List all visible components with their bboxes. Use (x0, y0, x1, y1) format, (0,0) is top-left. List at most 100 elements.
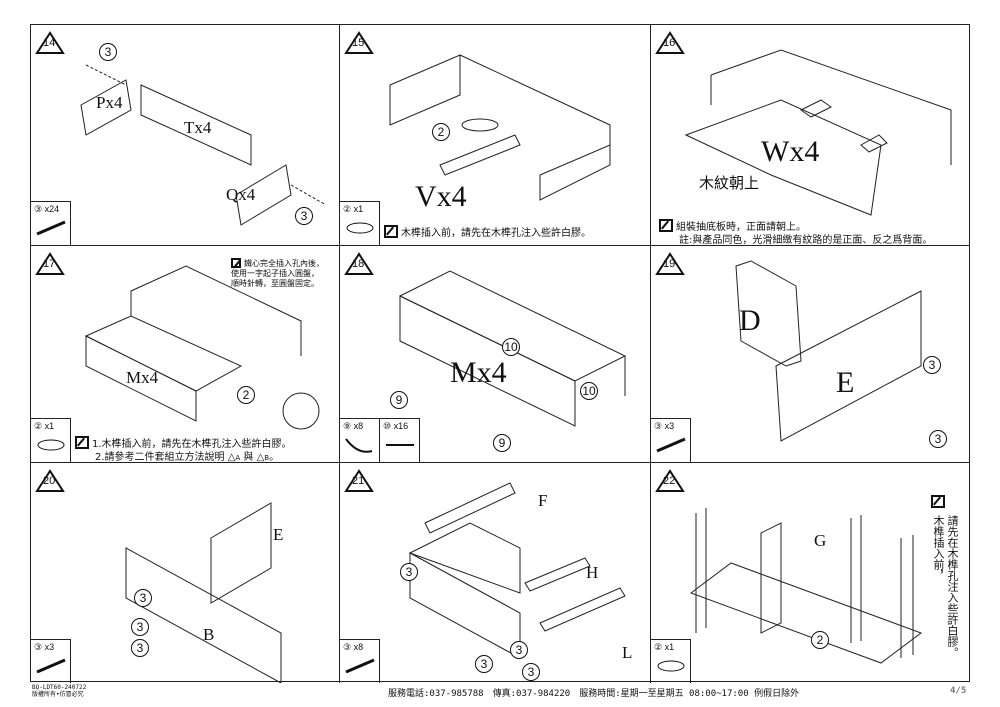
part-label: Mx4 (450, 356, 507, 389)
drawing (125, 502, 282, 683)
vertical-glue-note: 請先在木榫孔注入些許白膠。木榫插入前， (932, 515, 959, 658)
part-label: Mx4 (126, 368, 159, 387)
parts-legend: ③ x3 (31, 639, 71, 683)
cam-lock-note: 鐵心完全插入孔內後，使用一字起子插入圓盤，順時針轉，至圓盤固定。 (231, 258, 324, 288)
part-number-circle: 2 (432, 123, 450, 141)
part-label: Qx4 (226, 185, 256, 204)
step-21-panel: 21 F H K L 3 3 3 3 ③ x8 (340, 463, 651, 683)
note-icon (231, 258, 241, 268)
service-info: 服務電話:037-985788 傳真:037-984220 服務時間:星期一至星… (388, 689, 800, 699)
part-label: E (273, 525, 284, 544)
part-bracket: ⑨ x8 (340, 419, 380, 462)
part-number-circle: 3 (929, 430, 947, 448)
parts-legend: ② x1 (31, 418, 71, 462)
step-triangle: 15 (344, 31, 374, 55)
step-16-panel: 16 Wx4 木紋朝上 組裝抽底板時，正面請朝上。註:與產品同色，光滑細緻有紋路… (651, 25, 969, 246)
drawing (408, 482, 626, 659)
step-14-panel: 14 Px4 Tx4 Qx4 3 3 ③ x24 (31, 25, 340, 246)
part-number-circle: 10 (502, 338, 520, 356)
part-number-circle: 3 (134, 589, 152, 607)
drawing (684, 49, 952, 216)
part-screw: ⑩ x16 (380, 419, 420, 462)
screw-icon (36, 658, 66, 674)
part-label: Tx4 (184, 118, 212, 137)
parts-legend: ③ x3 (651, 418, 691, 462)
part-number-circle: 3 (131, 639, 149, 657)
part-number-circle: 3 (131, 618, 149, 636)
parts-legend: ② x1 (340, 201, 380, 245)
page-number: 4/5 (950, 686, 967, 696)
part-label: G (814, 531, 827, 550)
part-number-circle: 3 (295, 207, 313, 225)
part-screw: ③ x3 (651, 419, 691, 462)
part-number-circle: 3 (923, 356, 941, 374)
part-number-circle: 3 (400, 563, 418, 581)
part-dowel: ② x1 (340, 202, 380, 245)
step-17-panel: 17 Mx4 2 鐵心完全插入孔內後，使用一字起子插入圓盤，順時針轉，至圓盤固定… (31, 246, 340, 463)
part-label: Wx4 (761, 135, 820, 168)
part-label: E (836, 366, 855, 399)
note-icon (384, 225, 398, 238)
part-label: B (203, 625, 215, 644)
part-number-circle: 9 (390, 391, 408, 409)
note-icon (931, 495, 945, 508)
part-label: Vx4 (415, 180, 467, 213)
step-triangle: 22 (655, 469, 685, 493)
instruction-sheet: 14 Px4 Tx4 Qx4 3 3 ③ x24 15 Vx4 2 ② x1 木… (30, 24, 970, 683)
dowel-icon (37, 439, 65, 451)
panel-note: 組裝抽底板時，正面請朝上。註:與產品同色，光滑細緻有紋路的是正面、反之爲背面。 (659, 219, 932, 245)
screw-icon (36, 220, 66, 236)
step-22-panel: 22 G 2 請先在木榫孔注入些許白膠。木榫插入前， ② x1 (651, 463, 969, 683)
note-icon (75, 436, 89, 449)
step-triangle: 21 (344, 469, 374, 493)
step-triangle: 18 (344, 252, 374, 276)
drawing (689, 508, 923, 664)
part-label: Px4 (96, 93, 123, 112)
screw-icon (656, 437, 686, 453)
bracket-icon (345, 438, 373, 453)
step-19-panel: 19 D E 3 3 ③ x3 (651, 246, 969, 463)
step-triangle: 20 (35, 469, 65, 493)
part-number-circle: 10 (580, 382, 598, 400)
part-number-circle: 3 (510, 641, 528, 659)
parts-legend: ③ x8 (340, 639, 380, 683)
dowel-icon (657, 660, 685, 672)
part-number-circle: 3 (99, 43, 117, 61)
drawing (389, 54, 611, 201)
step-20-panel: 20 E B 3 3 3 ③ x3 (31, 463, 340, 683)
part-label: L (622, 643, 633, 662)
drawing (735, 260, 922, 442)
part-label: D (739, 304, 761, 337)
part-label: H (586, 563, 599, 582)
grain-up-label: 木紋朝上 (699, 174, 760, 192)
glue-note: 木榫插入前，請先在木榫孔注入些許白膠。 (384, 225, 591, 240)
step-triangle: 19 (655, 252, 685, 276)
part-dowel: ② x1 (31, 419, 71, 462)
parts-legend: ② x1 (651, 639, 691, 683)
screw-icon (345, 658, 375, 674)
screw-icon (386, 444, 414, 446)
parts-legend: ③ x24 (31, 201, 71, 245)
part-screw: ③ x24 (31, 202, 71, 245)
drawing (84, 265, 320, 430)
step-triangle: 17 (35, 252, 65, 276)
note-icon (659, 219, 673, 232)
dowel-icon (346, 222, 374, 234)
part-number-circle: 9 (493, 434, 511, 452)
part-dowel: ② x1 (651, 640, 691, 683)
part-screw: ③ x8 (340, 640, 380, 683)
part-screw: ③ x3 (31, 640, 71, 683)
step-15-panel: 15 Vx4 2 ② x1 木榫插入前，請先在木榫孔注入些許白膠。 (340, 25, 651, 246)
drawing (80, 64, 327, 226)
part-number-circle: 3 (522, 663, 540, 681)
part-label: F (538, 491, 548, 510)
part-number-circle: 3 (475, 655, 493, 673)
part-number-circle: 2 (811, 631, 829, 649)
part-number-circle: 2 (237, 386, 255, 404)
step-triangle: 16 (655, 31, 685, 55)
panel-note: 1.木榫插入前，請先在木榫孔注入些許白膠。2.請參考二件套組立方法說明 △A 與… (75, 436, 292, 462)
step-triangle: 14 (35, 31, 65, 55)
